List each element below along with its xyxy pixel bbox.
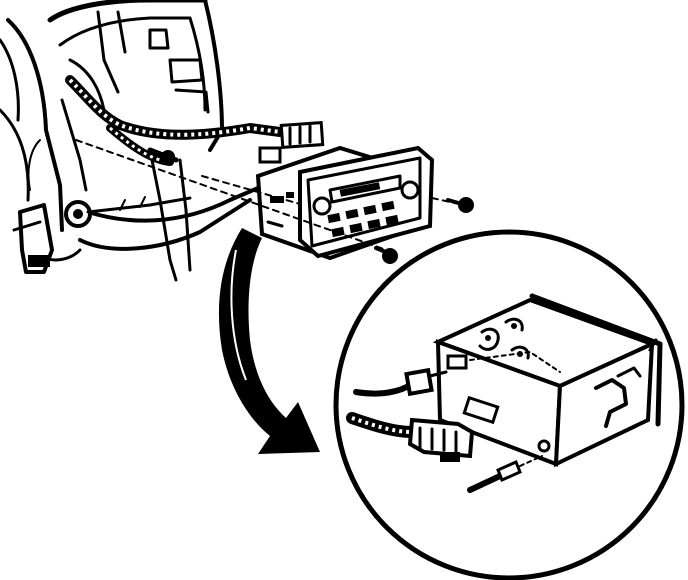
- radio-chassis-icon: [432, 293, 663, 468]
- antenna-plug-icon: [467, 455, 543, 493]
- radio-unit-icon: [255, 145, 435, 261]
- electrical-connector-icon: [346, 367, 475, 462]
- wiring-harness-icon: [42, 75, 325, 262]
- preset-buttons: [327, 200, 399, 238]
- ground-connector-icon: [64, 196, 192, 228]
- curved-arrow-icon: [218, 228, 320, 454]
- mounting-bolt-icon: [75, 139, 474, 264]
- dashboard-cavity-icon: [0, 0, 224, 282]
